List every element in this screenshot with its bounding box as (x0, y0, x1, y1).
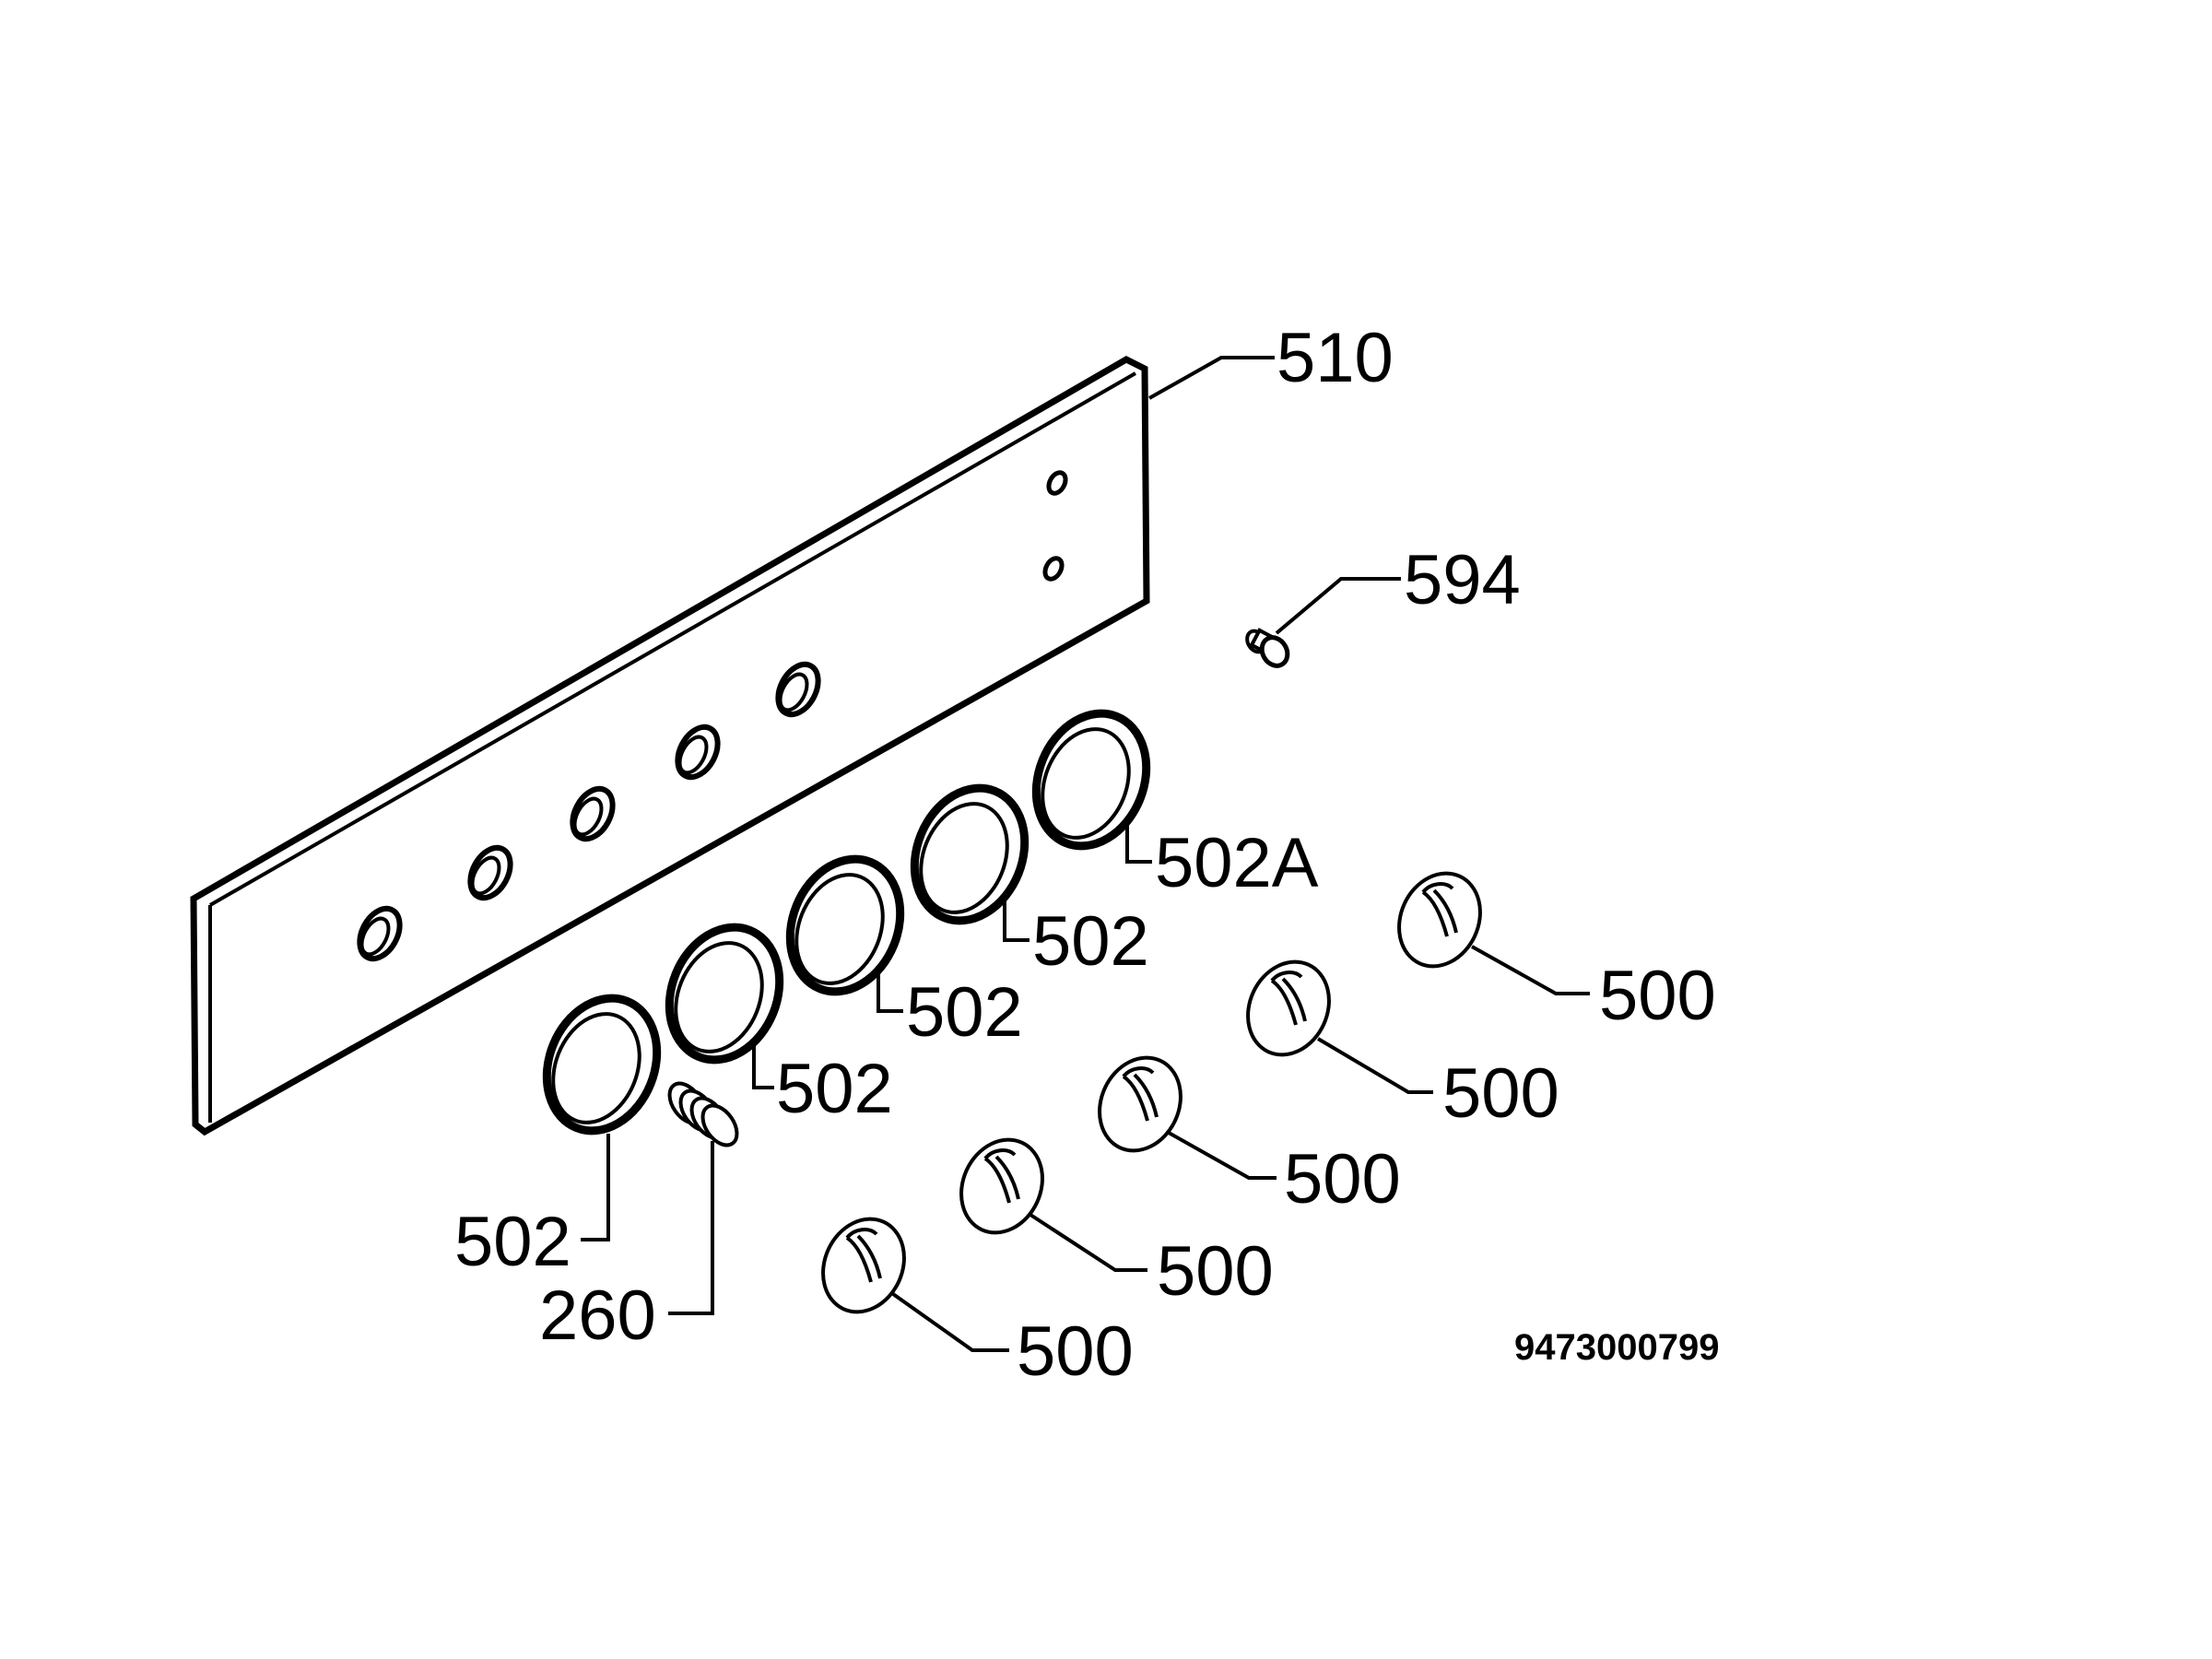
bezel-ring-502a (1031, 709, 1151, 851)
control-knob (1397, 871, 1482, 969)
control-panel (190, 356, 1150, 1136)
control-knob (1098, 1055, 1182, 1153)
panel-knob-hole (467, 844, 513, 901)
label-knob-500: 500 (1157, 1232, 1274, 1311)
leader-lines (581, 356, 1590, 1352)
panel-screw-hole (1042, 556, 1065, 582)
label-knob-500: 500 (1442, 1054, 1559, 1133)
label-knob-500: 500 (1017, 1312, 1134, 1391)
label-ring-502: 502 (1032, 902, 1149, 981)
control-knob (959, 1137, 1044, 1235)
drawing-number: 9473000799 (1514, 1327, 1719, 1368)
spring (667, 1081, 739, 1147)
label-ring-502: 502 (906, 973, 1023, 1052)
panel-knob-hole (675, 724, 721, 781)
label-panel-510: 510 (1277, 319, 1394, 397)
panel-screw-hole (1046, 470, 1068, 496)
label-knob-500: 500 (1284, 1140, 1401, 1218)
label-ring-502a: 502A (1155, 824, 1319, 902)
label-knob-500: 500 (1599, 957, 1716, 1035)
bezel-ring-502 (542, 994, 662, 1135)
label-ring-502: 502 (776, 1050, 893, 1128)
bezel-ring-502 (665, 923, 784, 1065)
control-knob (821, 1217, 906, 1314)
control-knob (1246, 959, 1331, 1057)
bezel-ring-502 (785, 854, 905, 996)
panel-knob-hole (570, 785, 616, 842)
bezel-ring-502 (910, 783, 1030, 925)
label-screw-594: 594 (1404, 541, 1521, 619)
label-ring-502: 502 (454, 1203, 571, 1281)
screw (1245, 628, 1290, 668)
panel-knob-hole (357, 905, 403, 962)
label-spring-260: 260 (539, 1277, 656, 1355)
panel-knob-hole (775, 661, 821, 718)
